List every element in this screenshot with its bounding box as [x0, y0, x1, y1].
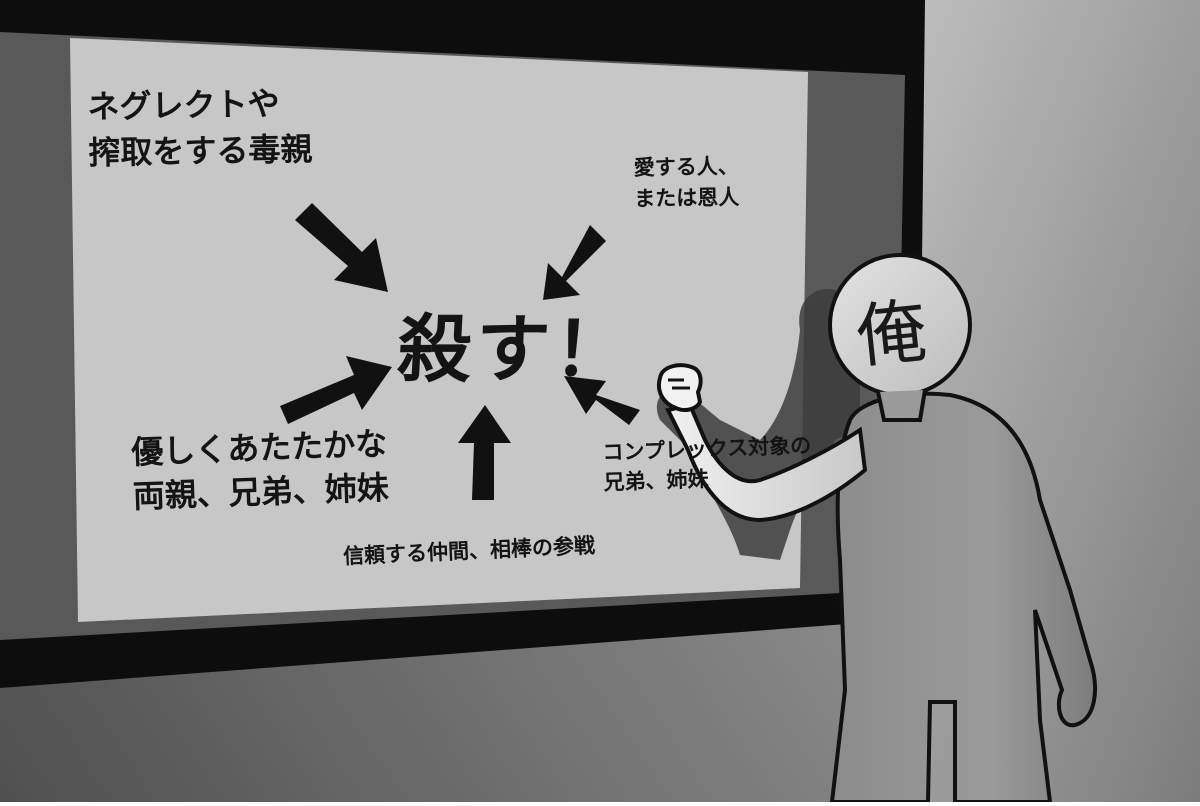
label-top-left: ネグレクトや 搾取をする毒親 — [87, 84, 313, 172]
lower-wall — [0, 615, 900, 802]
arrow-bottom-center — [458, 405, 511, 500]
arrow-top-right — [543, 225, 606, 300]
head-kanji: 俺 — [852, 289, 931, 379]
figure-neck — [876, 389, 927, 422]
whiteboard — [70, 38, 808, 622]
figure-body — [829, 391, 1097, 804]
figure-shadow — [656, 289, 860, 560]
label-bottom-right: コンプレックス対象の 兄弟、姉妹 — [602, 433, 812, 495]
label-top-right: 愛する人、 または恩人 — [633, 154, 740, 211]
fist-fingers — [668, 378, 690, 390]
arrow-top-left — [295, 203, 388, 292]
figure-arm — [665, 402, 868, 523]
arrow-bottom-left — [280, 356, 392, 424]
label-bottom-left: 優しくあたたかな 両親、兄弟、姉妹 — [130, 424, 390, 516]
arrow-bottom-right — [564, 376, 640, 425]
main-title: 殺す！ — [395, 307, 634, 393]
